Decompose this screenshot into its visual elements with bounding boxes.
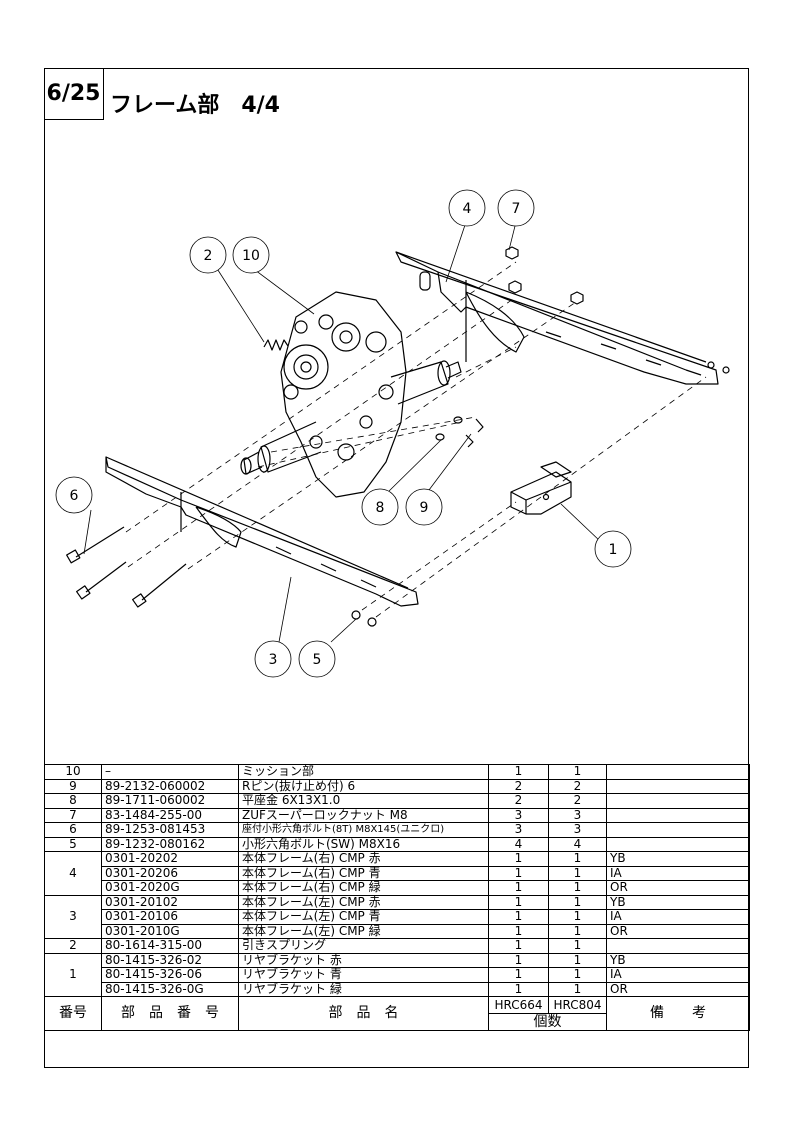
table-row: 0301-20106 本体フレーム(左) CMP 青 1 1 IA [45,909,750,925]
parts-table: 10 – ミッション部 1 1 9 89-2132-060002 Rピン(抜け止… [44,764,750,1031]
callout-6: 6 [70,488,79,504]
table-row: 7 83-1484-255-00 ZUFスーパーロックナット M8 3 3 [44,807,750,823]
rear-bracket [510,461,572,515]
lock-nuts [505,246,584,305]
callout-2: 2 [204,248,213,264]
table-row: 0301-2010G 本体フレーム(左) CMP 緑 1 1 OR [45,923,750,939]
table-row: 80-1415-326-06 リヤブラケット 青 1 1 IA [45,967,750,983]
right-frame [395,251,719,385]
callout-10: 10 [242,248,260,264]
table-header-row-2: 個数 [45,1013,750,1031]
table-row: 5 89-1232-080162 小形六角ボルト(SW) M8X16 4 4 [44,836,750,852]
header-part-name: 部 品 名 [238,996,489,1031]
callout-8: 8 [376,500,385,516]
header-qty-label: 個数 [488,1013,607,1031]
page-frame [44,68,749,1068]
transmission [240,291,462,498]
callout-7: 7 [512,201,521,217]
callout-3: 3 [269,652,278,668]
table-row: 2 80-1614-315-00 引きスプリング 1 1 [44,938,750,954]
table-row: 10 – ミッション部 1 1 [44,764,750,780]
header-no: 番号 [44,996,102,1031]
table-row: 9 89-2132-060002 Rピン(抜け止め付) 6 2 2 [44,778,750,794]
callout-9: 9 [420,500,429,516]
washers-pins [435,416,484,448]
table-row: 3 0301-20102 本体フレーム(左) CMP 赤 1 1 YB [44,894,750,939]
header-qty-hrc804: HRC804 [548,996,607,1014]
exploded-diagram: 2 10 4 7 6 8 9 1 3 5 [55,189,730,678]
table-row: 4 0301-20202 本体フレーム(右) CMP 赤 1 1 YB [44,851,750,896]
table-row: 6 89-1253-081453 座付小形六角ボルト(8T) M8X145(ユニ… [44,822,750,838]
table-row: 0301-20206 本体フレーム(右) CMP 青 1 1 IA [45,865,750,881]
table-row: 8 89-1711-060002 平座金 6X13X1.0 2 2 [44,793,750,809]
left-frame [105,456,419,607]
table-row: 1 80-1415-326-02 リヤブラケット 赤 1 1 YB [44,952,750,997]
header-remarks: 備 考 [606,996,750,1031]
header-part-number: 部 品 番 号 [101,996,239,1031]
callout-4: 4 [463,201,472,217]
header-qty-hrc664: HRC664 [488,996,549,1014]
page-number: 6/25 [44,68,104,120]
table-row: 0301-2020G 本体フレーム(右) CMP 緑 1 1 OR [45,880,750,896]
callout-5: 5 [313,652,322,668]
page-title: フレーム部 4/4 [110,93,280,118]
table-header-row-1: 番号 部 品 番 号 部 品 名 HRC664 HRC804 備 考 [44,996,750,1031]
table-row: 80-1415-326-0G リヤブラケット 緑 1 1 OR [45,981,750,997]
callout-1: 1 [609,542,618,558]
